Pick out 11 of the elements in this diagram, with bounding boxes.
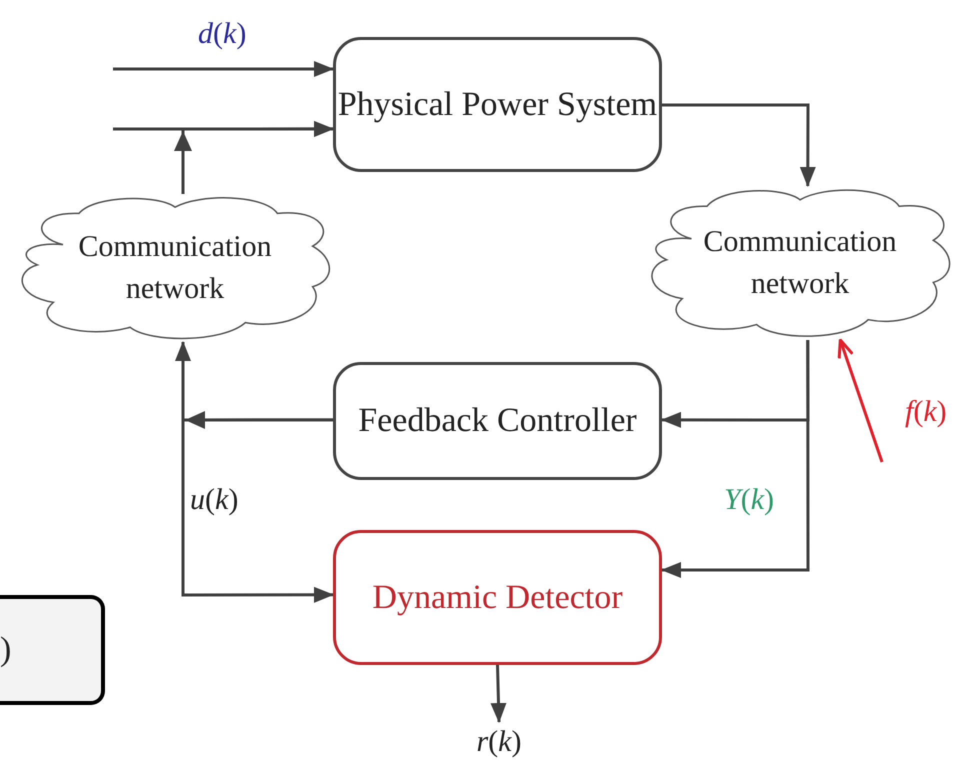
process-box [333, 530, 662, 665]
overlay-box [0, 595, 105, 705]
node-label: Dynamic Detector [372, 578, 623, 618]
node-label: Communication network [77, 229, 273, 307]
process-box [333, 37, 662, 172]
node-label: ) [0, 630, 12, 670]
process-box [333, 362, 662, 480]
signal-label: r(k) [468, 722, 530, 762]
node-label: Physical Power System [338, 84, 658, 125]
node-label: Feedback Controller [358, 401, 637, 442]
node-label: Communication network [702, 224, 898, 302]
